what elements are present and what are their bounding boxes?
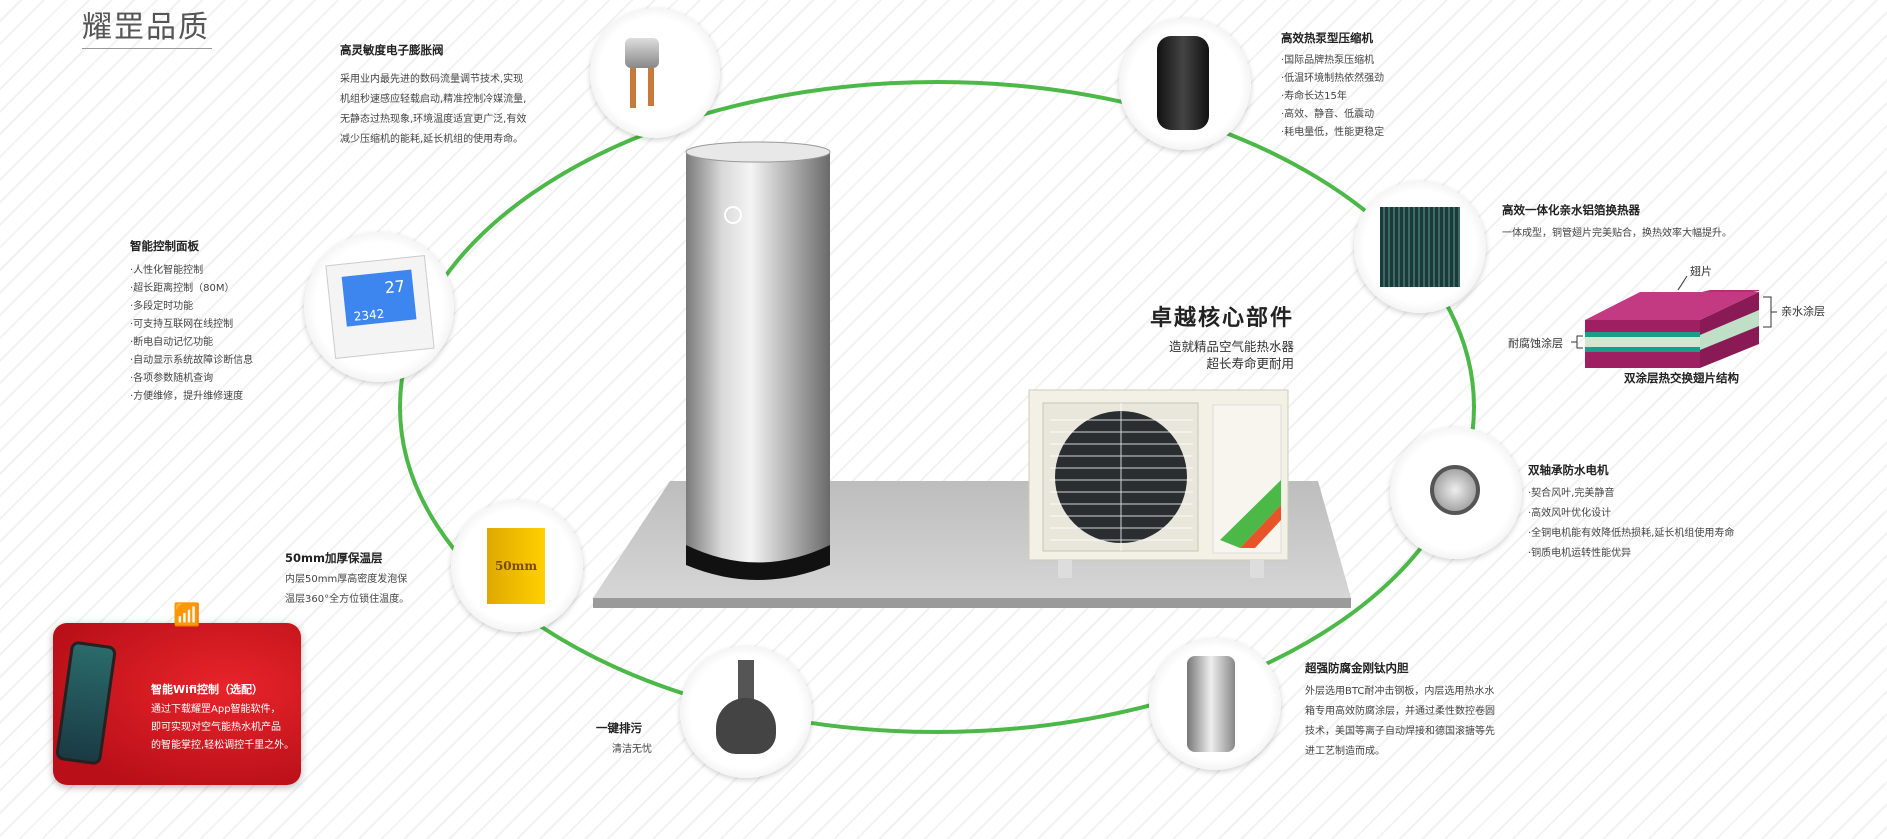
panel-item: ·各项参数随机查询 <box>130 373 214 384</box>
panel-item: ·人性化智能控制 <box>130 265 204 276</box>
fin-label: 翅片 <box>1690 265 1712 278</box>
wifi-text: 即可实现对空气能热水机产品 <box>151 722 281 733</box>
compressor-item: ·国际品牌热泵压缩机 <box>1281 55 1375 66</box>
insulation-title: 50mm加厚保温层 <box>285 551 383 565</box>
hydrophilic-label: 亲水涂层 <box>1781 305 1825 318</box>
feature-panel: 智能控制面板 ·人性化智能控制 ·超长距离控制（80M） ·多段定时功能 ·可支… <box>130 238 253 406</box>
insulation-image: 50mm <box>451 500 583 632</box>
core-subtitle: 造就精品空气能热水器 <box>1169 339 1295 354</box>
tank-text: 箱专用高效防腐涂层，并通过柔性数控卷圆 <box>1305 706 1495 717</box>
panel-item: ·断电自动记忆功能 <box>130 337 214 348</box>
valve-title: 高灵敏度电子膨胀阀 <box>340 43 444 57</box>
valve-text: 采用业内最先进的数码流量调节技术,实现 <box>340 74 524 85</box>
insulation-block-label: 50mm <box>487 528 545 604</box>
insulation-text: 温层360°全方位锁住温度。 <box>285 594 410 605</box>
tank-liner-image <box>1149 638 1281 770</box>
tank-title: 超强防腐金刚钛内胆 <box>1305 661 1409 675</box>
motor-item: ·契合风叶,完美静音 <box>1528 488 1615 499</box>
panel-item: ·自动显示系统故障诊断信息 <box>130 355 254 366</box>
tank-text: 进工艺制造而成。 <box>1305 746 1385 757</box>
valve-text: 机组秒速感应轻载启动,精准控制冷媒流量, <box>340 94 527 105</box>
phone-image <box>54 640 118 766</box>
motor-item: ·高效风叶优化设计 <box>1528 508 1612 519</box>
water-tank <box>685 141 831 580</box>
panel-title: 智能控制面板 <box>130 239 199 253</box>
compressor-item: ·低温环境制热依然强劲 <box>1281 73 1385 84</box>
compressor-item: ·耗电量低，性能更稳定 <box>1281 127 1385 138</box>
anticorrosion-label: 耐腐蚀涂层 <box>1508 337 1563 350</box>
feature-insulation: 50mm加厚保温层 内层50mm厚高密度发泡保 温层360°全方位锁住温度。 <box>285 550 409 610</box>
core-title: 卓越核心部件 <box>1150 306 1295 331</box>
tank-text: 技术，美国等离子自动焊接和德国滚搪等先 <box>1305 726 1495 737</box>
green-ring <box>398 80 1476 734</box>
insulation-text: 内层50mm厚高密度发泡保 <box>285 574 408 585</box>
wifi-title: 智能Wifi控制（选配） <box>151 683 264 696</box>
motor-item: ·铜质电机运转性能优异 <box>1528 548 1632 559</box>
compressor-title: 高效热泵型压缩机 <box>1281 31 1373 45</box>
title-underline <box>82 48 212 49</box>
core-subtitle: 超长寿命更耐用 <box>1206 356 1295 371</box>
fin-structure-diagram <box>1571 275 1777 368</box>
panel-item: ·方便维修，提升维修速度 <box>130 391 244 402</box>
drain-title: 一键排污 <box>596 721 642 735</box>
platform-edge <box>593 598 1351 608</box>
motor-title: 双轴承防水电机 <box>1528 463 1609 477</box>
wifi-card: 📶 智能Wifi控制（选配） 通过下载耀罡App智能软件， 即可实现对空气能热水… <box>53 603 301 785</box>
page-title: 耀罡品质 <box>82 10 210 45</box>
compressor-image <box>1119 18 1251 150</box>
compressor-item: ·寿命长达15年 <box>1281 91 1347 102</box>
motor-item: ·全铜电机能有效降低热损耗,延长机组使用寿命 <box>1528 528 1735 539</box>
panel-item: ·超长距离控制（80M） <box>130 283 235 294</box>
feature-compressor: 高效热泵型压缩机 ·国际品牌热泵压缩机 ·低温环境制热依然强劲 ·寿命长达15年… <box>1281 30 1384 142</box>
valve-text: 无静态过热现象,环境温度适宜更广泛,有效 <box>340 114 527 125</box>
drain-image <box>680 646 812 778</box>
panel-item: ·可支持互联网在线控制 <box>130 319 234 330</box>
compressor-item: ·高效、静音、低震动 <box>1281 109 1375 120</box>
wifi-text: 的智能掌控,轻松调控千里之外。 <box>151 740 295 751</box>
drain-text: 清洁无忧 <box>612 744 652 755</box>
wifi-icon: 📶 <box>173 603 201 628</box>
tank-text: 外层选用BTC耐冲击钢板，内层选用热水水 <box>1305 686 1495 697</box>
feature-heat-exchanger: 高效一体化亲水铝箔换热器 一体成型，铜管翅片完美贴合，换热效率大幅提升。 <box>1502 202 1732 244</box>
feature-motor: 双轴承防水电机 ·契合风叶,完美静音 ·高效风叶优化设计 ·全铜电机能有效降低热… <box>1528 462 1734 564</box>
expansion-valve-image <box>590 8 720 138</box>
panel-time: 2342 <box>353 306 385 324</box>
valve-text: 减少压缩机的能耗,延长机组的使用寿命。 <box>340 134 524 145</box>
panel-item: ·多段定时功能 <box>130 301 194 312</box>
wifi-text: 通过下载耀罡App智能软件， <box>151 704 281 715</box>
feature-tank: 超强防腐金刚钛内胆 外层选用BTC耐冲击钢板，内层选用热水水 箱专用高效防腐涂层… <box>1305 660 1495 762</box>
feature-drain: 一键排污 清洁无忧 <box>596 720 652 760</box>
outdoor-unit <box>1028 389 1289 578</box>
feature-valve: 高灵敏度电子膨胀阀 采用业内最先进的数码流量调节技术,实现 机组秒速感应轻载启动… <box>340 42 526 150</box>
control-panel-image: 27 2342 <box>304 232 454 382</box>
heat-exchanger-image <box>1354 181 1486 313</box>
motor-image <box>1390 427 1522 559</box>
core-heading: 卓越核心部件 造就精品空气能热水器 超长寿命更耐用 <box>1150 300 1294 372</box>
heat-exchanger-text: 一体成型，铜管翅片完美贴合，换热效率大幅提升。 <box>1502 228 1732 239</box>
panel-temp: 27 <box>383 276 406 298</box>
heat-exchanger-title: 高效一体化亲水铝箔换热器 <box>1502 203 1640 217</box>
diagram-caption: 双涂层热交换翅片结构 <box>1624 371 1739 385</box>
